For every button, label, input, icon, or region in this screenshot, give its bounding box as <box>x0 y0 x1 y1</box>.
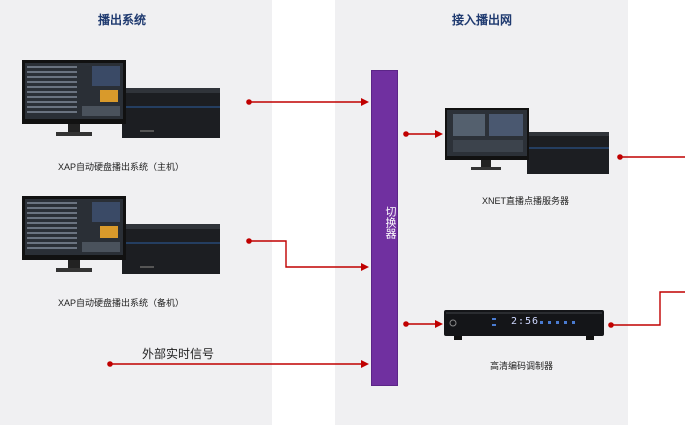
xap-main-workstation-icon <box>22 60 220 138</box>
xap-backup-caption: XAP自动硬盘播出系统（备机） <box>58 298 185 308</box>
xap-main-caption: XAP自动硬盘播出系统（主机） <box>58 162 185 172</box>
access-title: 接入播出网 <box>452 13 513 27</box>
playout-title: 播出系统 <box>98 13 147 27</box>
encoder-box-icon <box>444 310 604 340</box>
xnet-caption: XNET直播点播服务器 <box>482 196 570 206</box>
encoder-display: 2:56 <box>511 316 540 327</box>
xnet-server-icon <box>445 108 609 174</box>
encoder-caption: 高清编码调制器 <box>490 361 554 371</box>
external-signal-label: 外部实时信号 <box>142 347 215 361</box>
switcher-label: 切换器 <box>384 206 396 239</box>
xap-backup-workstation-icon <box>22 196 220 274</box>
switcher-bar: 切换器 <box>371 70 398 386</box>
